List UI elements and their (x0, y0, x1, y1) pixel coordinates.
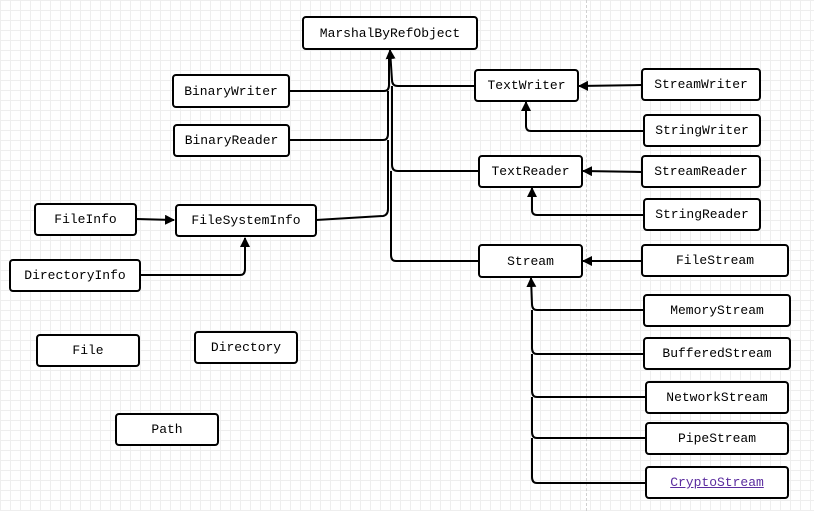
node-networkstream[interactable]: NetworkStream (645, 381, 789, 414)
node-label: BinaryReader (184, 133, 279, 148)
node-filesysteminfo[interactable]: FileSystemInfo (175, 204, 317, 237)
edge-bufferedstream-stream (531, 310, 643, 355)
node-label: File (72, 343, 104, 358)
node-pipestream[interactable]: PipeStream (645, 422, 789, 455)
node-stream[interactable]: Stream (478, 244, 583, 278)
node-label: StreamWriter (654, 77, 748, 92)
node-textwriter[interactable]: TextWriter (474, 69, 579, 102)
node-label: MemoryStream (670, 303, 764, 318)
node-directory[interactable]: Directory (194, 331, 298, 364)
node-binaryreader[interactable]: BinaryReader (173, 124, 290, 157)
node-label: Directory (210, 340, 282, 355)
node-memorystream[interactable]: MemoryStream (643, 294, 791, 327)
node-label: BinaryWriter (184, 83, 278, 99)
node-stringreader[interactable]: StringReader (643, 198, 761, 231)
node-label: NetworkStream (666, 390, 768, 405)
node-label: StringWriter (655, 123, 749, 138)
node-label: StringReader (655, 207, 749, 222)
edge-stream-marshal (390, 171, 478, 262)
edge-fileinfo-filesysteminfo (136, 214, 175, 225)
edge-pipestream-stream (531, 397, 645, 439)
edge-directoryinfo-filesysteminfo (140, 237, 250, 276)
node-bufferedstream[interactable]: BufferedStream (643, 337, 791, 370)
node-label: FileSystemInfo (191, 213, 301, 228)
edge-cryptostream-stream (531, 438, 645, 484)
node-label: FileInfo (54, 212, 117, 227)
edge-textwriter-marshal (385, 49, 474, 87)
edge-networkstream-stream (531, 354, 645, 398)
node-label: BufferedStream (662, 346, 772, 361)
edge-stringreader-textreader (527, 187, 643, 216)
node-textreader[interactable]: TextReader (478, 155, 583, 188)
edge-filesysteminfo-marshal (315, 140, 389, 221)
node-label: FileStream (675, 253, 754, 268)
node-label: DirectoryInfo (24, 268, 126, 283)
edge-stringwriter-textwriter (521, 101, 643, 132)
node-streamwriter[interactable]: StreamWriter (641, 68, 761, 101)
node-marshalbyrefobject[interactable]: MarshalByRefObject (302, 16, 478, 50)
node-fileinfo[interactable]: FileInfo (34, 203, 137, 236)
edge-textreader-marshal (391, 86, 478, 172)
edge-streamwriter-textwriter (578, 80, 642, 91)
node-label: MarshalByRefObject (319, 25, 461, 41)
node-directoryinfo[interactable]: DirectoryInfo (9, 259, 141, 292)
edge-binaryreader-marshal (290, 91, 389, 141)
guide-line (586, 0, 587, 511)
node-streamreader[interactable]: StreamReader (641, 155, 761, 188)
node-binarywriter[interactable]: BinaryWriter (172, 74, 290, 108)
node-stringwriter[interactable]: StringWriter (643, 114, 761, 147)
edge-binarywriter-marshal (290, 55, 390, 92)
node-label: PipeStream (677, 431, 756, 446)
node-label: StreamReader (654, 164, 748, 179)
node-file[interactable]: File (36, 334, 140, 367)
node-label: Path (151, 422, 183, 437)
node-filestream[interactable]: FileStream (641, 244, 789, 277)
node-label: TextWriter (487, 78, 566, 93)
node-path[interactable]: Path (115, 413, 219, 446)
node-label: CryptoStream (670, 475, 764, 490)
node-label: Stream (507, 253, 554, 269)
node-cryptostream[interactable]: CryptoStream (645, 466, 789, 499)
edge-streamreader-textreader (582, 166, 642, 177)
edge-memorystream-stream (526, 277, 643, 311)
node-label: TextReader (491, 164, 570, 179)
